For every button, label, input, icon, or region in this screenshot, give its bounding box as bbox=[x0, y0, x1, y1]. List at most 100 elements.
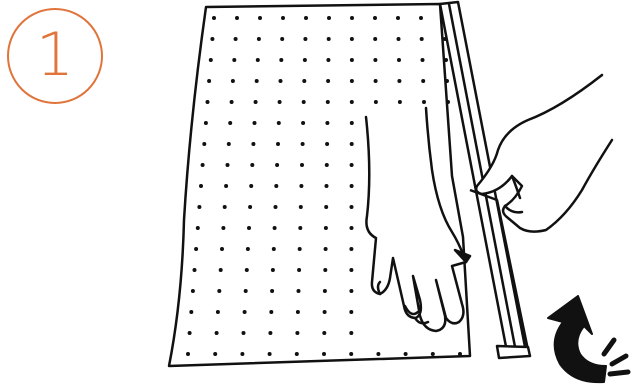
peg-hole bbox=[272, 247, 276, 251]
peg-hole bbox=[299, 205, 303, 209]
peg-hole bbox=[404, 352, 408, 356]
peg-hole bbox=[422, 100, 426, 104]
peg-hole bbox=[350, 226, 354, 230]
peg-hole bbox=[256, 58, 260, 62]
peg-hole bbox=[397, 79, 401, 83]
peg-hole bbox=[298, 226, 302, 230]
peg-hole bbox=[220, 247, 224, 251]
peg-hole bbox=[273, 226, 277, 230]
peg-hole bbox=[251, 142, 255, 146]
peg-hole bbox=[209, 58, 213, 62]
peg-hole bbox=[231, 79, 235, 83]
peg-hole bbox=[326, 79, 330, 83]
peg-hole bbox=[374, 79, 378, 83]
peg-hole bbox=[258, 16, 262, 20]
peg-hole bbox=[326, 58, 330, 62]
peg-hole bbox=[350, 163, 354, 167]
peg-hole bbox=[280, 37, 284, 41]
peg-hole bbox=[254, 100, 258, 104]
peg-hole bbox=[324, 226, 328, 230]
peg-hole bbox=[193, 268, 197, 272]
peg-hole bbox=[270, 289, 274, 293]
peg-hole bbox=[253, 121, 257, 125]
peg-hole bbox=[325, 184, 329, 188]
peg-hole bbox=[268, 331, 272, 335]
peg-hole bbox=[279, 58, 283, 62]
peg-hole bbox=[271, 268, 275, 272]
peg-hole bbox=[419, 16, 423, 20]
peg-hole bbox=[255, 79, 259, 83]
peg-hole bbox=[275, 163, 279, 167]
peg-hole bbox=[274, 184, 278, 188]
peg-hole bbox=[322, 352, 326, 356]
peg-hole bbox=[277, 121, 281, 125]
peg-hole bbox=[296, 310, 300, 314]
peg-hole bbox=[373, 58, 377, 62]
peg-hole bbox=[445, 79, 449, 83]
peg-hole bbox=[444, 58, 448, 62]
peg-hole bbox=[302, 79, 306, 83]
peg-hole bbox=[373, 37, 377, 41]
peg-hole bbox=[396, 16, 400, 20]
peg-hole bbox=[234, 37, 238, 41]
peg-hole bbox=[207, 79, 211, 83]
peg-hole bbox=[245, 268, 249, 272]
peg-hole bbox=[249, 184, 253, 188]
peg-hole bbox=[325, 121, 329, 125]
peg-hole bbox=[210, 37, 214, 41]
peg-hole bbox=[326, 100, 330, 104]
peg-hole bbox=[349, 310, 353, 314]
peg-hole bbox=[325, 163, 329, 167]
peg-hole bbox=[202, 142, 206, 146]
peg-hole bbox=[350, 121, 354, 125]
peg-hole bbox=[298, 247, 302, 251]
peg-hole bbox=[243, 310, 247, 314]
peg-hole bbox=[278, 100, 282, 104]
peg-hole bbox=[324, 247, 328, 251]
peg-hole bbox=[350, 205, 354, 209]
peg-hole bbox=[232, 58, 236, 62]
peg-hole bbox=[188, 331, 192, 335]
peg-hole bbox=[228, 121, 232, 125]
peg-hole bbox=[397, 37, 401, 41]
peg-hole bbox=[322, 331, 326, 335]
peg-hole bbox=[350, 142, 354, 146]
peg-hole bbox=[350, 184, 354, 188]
peg-hole bbox=[191, 289, 195, 293]
peg-hole bbox=[199, 184, 203, 188]
peg-hole bbox=[350, 16, 354, 20]
peg-hole bbox=[219, 268, 223, 272]
peg-hole bbox=[268, 352, 272, 356]
peg-hole bbox=[216, 310, 220, 314]
peg-hole bbox=[349, 268, 353, 272]
peg-hole bbox=[240, 352, 244, 356]
peg-hole bbox=[421, 58, 425, 62]
peg-hole bbox=[300, 163, 304, 167]
peg-hole bbox=[276, 142, 280, 146]
peg-hole bbox=[247, 226, 251, 230]
peg-hole bbox=[350, 37, 354, 41]
peg-hole bbox=[196, 226, 200, 230]
peg-hole bbox=[224, 184, 228, 188]
peg-hole bbox=[244, 289, 248, 293]
peg-hole bbox=[374, 100, 378, 104]
peg-hole bbox=[226, 163, 230, 167]
peg-hole bbox=[323, 310, 327, 314]
peg-hole bbox=[197, 205, 201, 209]
peg-hole bbox=[327, 37, 331, 41]
peg-hole bbox=[279, 79, 283, 83]
peg-hole bbox=[217, 289, 221, 293]
peg-hole bbox=[301, 142, 305, 146]
peg-hole bbox=[248, 205, 252, 209]
peg-hole bbox=[458, 352, 462, 356]
peg-hole bbox=[376, 352, 380, 356]
peg-hole bbox=[420, 37, 424, 41]
peg-hole bbox=[221, 226, 225, 230]
peg-hole bbox=[215, 331, 219, 335]
peg-hole bbox=[323, 268, 327, 272]
peg-hole bbox=[325, 142, 329, 146]
peg-hole bbox=[295, 352, 299, 356]
peg-hole bbox=[201, 163, 205, 167]
peg-hole bbox=[269, 310, 273, 314]
